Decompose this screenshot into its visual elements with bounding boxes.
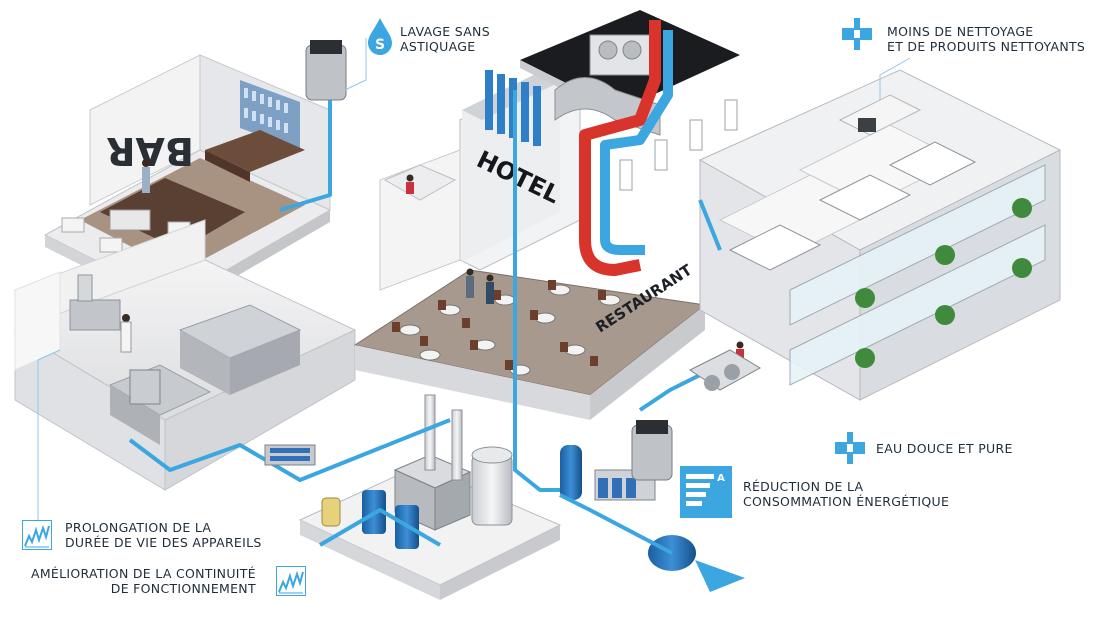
callout-energie-line-2: CONSOMMATION ÉNERGÉTIQUE (743, 494, 950, 509)
callout-lavage-line-2: ASTIQUAGE (400, 39, 476, 54)
water-drop-icon: S (368, 18, 392, 55)
kitchen-area (13, 219, 357, 491)
rooms-block (619, 69, 1062, 401)
water-pipes (128, 90, 722, 555)
washing-machines (689, 349, 762, 391)
callout-continuite-line-2: DE FONCTIONNEMENT (110, 581, 256, 596)
plant-room (298, 394, 745, 600)
bar-sign: BAR (106, 129, 194, 173)
callout-nettoyage: MOINS DE NETTOYAGE ET DE PRODUITS NETTOY… (887, 24, 1085, 54)
energy-rating-icon: A (680, 466, 732, 518)
filter-icon (842, 18, 872, 50)
callout-prolongation: PROLONGATION DE LA DURÉE DE VIE DES APPA… (65, 520, 262, 550)
lifespan-graph-icon (22, 520, 52, 550)
lobby-area (379, 149, 461, 291)
callout-nettoyage-line-2: ET DE PRODUITS NETTOYANTS (887, 39, 1086, 54)
callout-eau-line-1: EAU DOUCE ET PURE (876, 441, 1013, 456)
callout-continuite-line-1: AMÉLIORATION DE LA CONTINUITÉ (31, 566, 256, 581)
water-softener-top (305, 40, 347, 101)
water-softener-laundry (631, 420, 673, 481)
continuity-graph-icon (276, 566, 306, 596)
svg-text:S: S (375, 37, 385, 53)
filter-icon (835, 432, 865, 464)
callout-nettoyage-line-1: MOINS DE NETTOYAGE (887, 24, 1034, 39)
hotel-core: HOTEL (459, 10, 740, 271)
energy-class-label: A (717, 473, 725, 484)
callout-eau: EAU DOUCE ET PURE (876, 441, 1013, 456)
callout-leaders (37, 38, 911, 540)
callout-lavage-line-1: LAVAGE SANS (400, 24, 490, 39)
callout-energie-line-1: RÉDUCTION DE LA (743, 479, 864, 494)
callout-prolongation-line-1: PROLONGATION DE LA (65, 520, 212, 535)
ro-unit-kitchen (264, 444, 316, 466)
callout-continuite: AMÉLIORATION DE LA CONTINUITÉ DE FONCTIO… (31, 566, 256, 596)
callout-lavage: LAVAGE SANS ASTIQUAGE (400, 24, 490, 54)
callout-energie: RÉDUCTION DE LA CONSOMMATION ÉNERGÉTIQUE (743, 479, 949, 509)
restaurant-area: RESTAURANT (353, 260, 744, 420)
callout-prolongation-line-2: DURÉE DE VIE DES APPAREILS (65, 535, 262, 550)
hot-water-duct (579, 20, 673, 276)
